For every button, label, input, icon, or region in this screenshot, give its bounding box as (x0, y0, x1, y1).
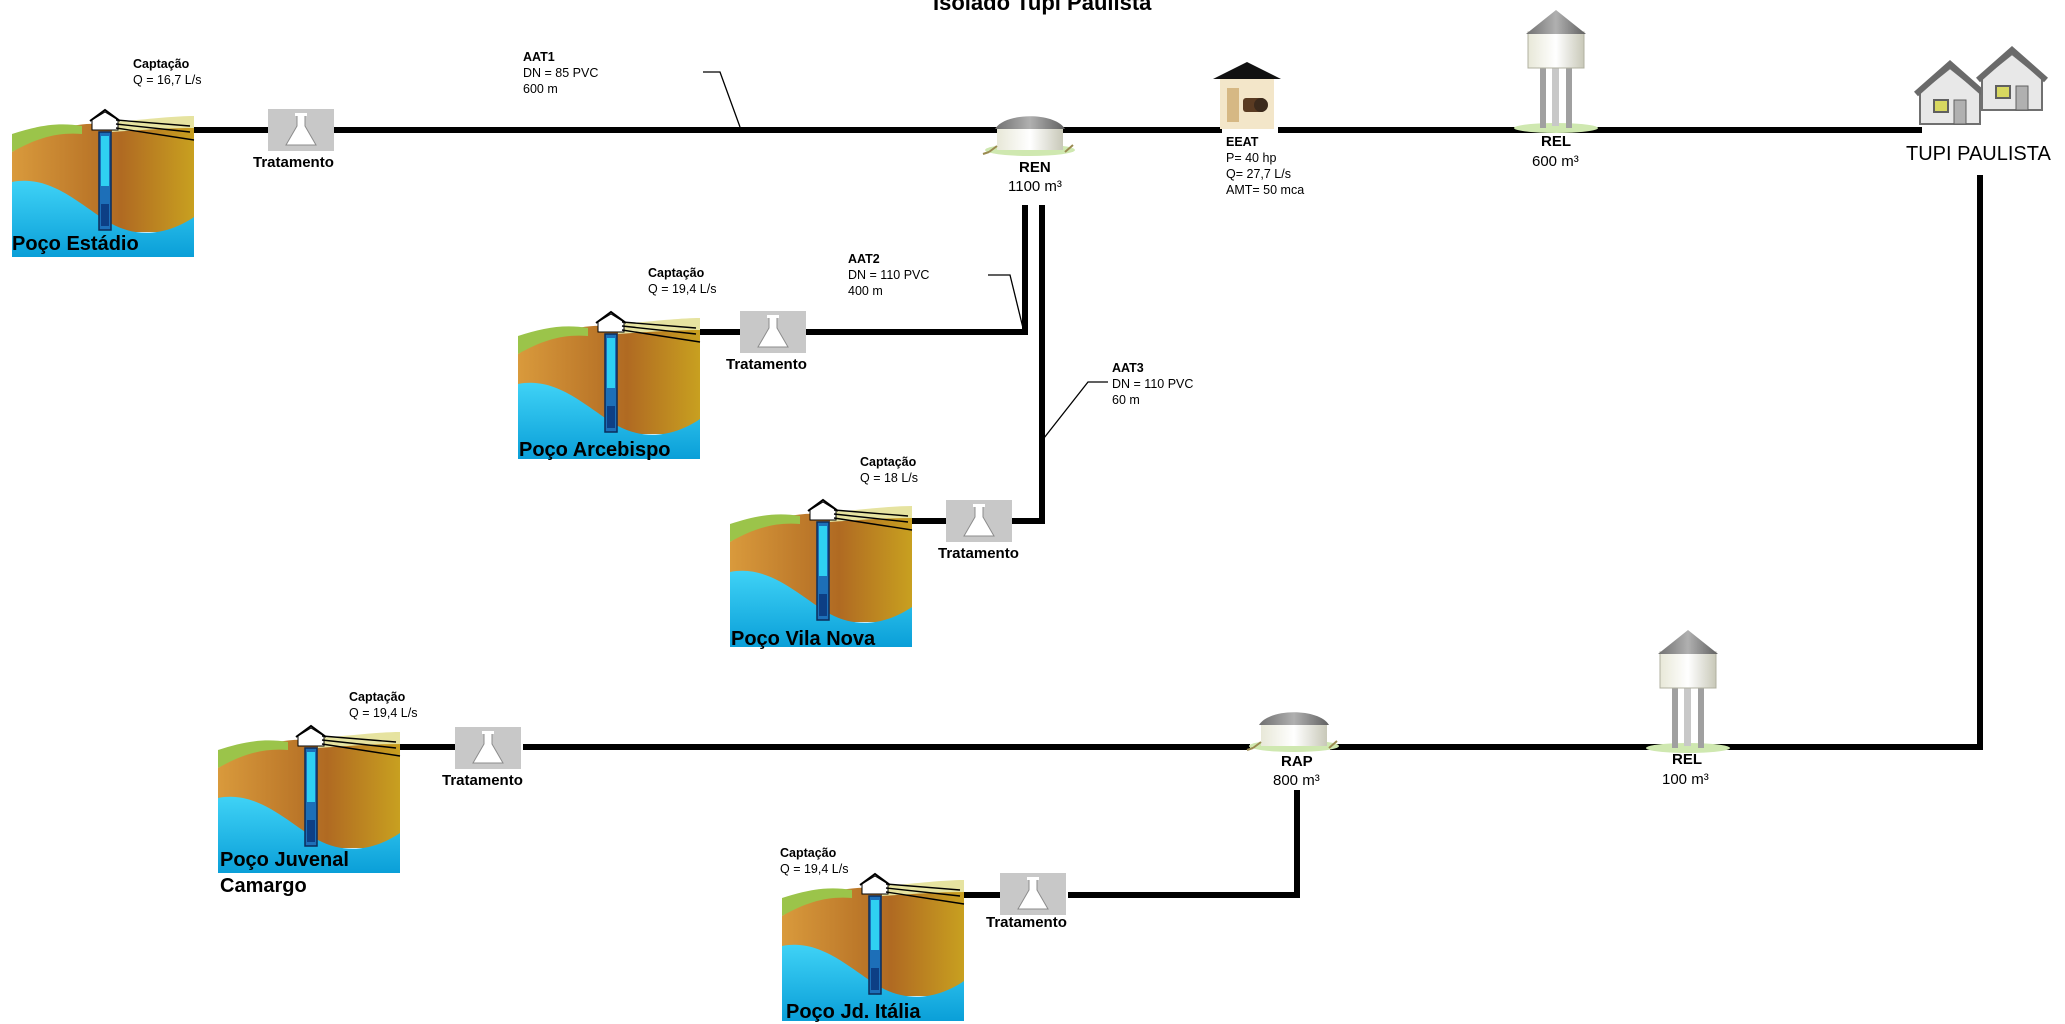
treatment-estadio-icon (267, 108, 335, 152)
treatment-arcebispo-icon (739, 310, 807, 354)
reservoir-rel-100-icon (1645, 629, 1731, 754)
pump-station-amt: AMT= 50 mca (1226, 183, 1305, 197)
well-arcebispo-flow: Q = 19,4 L/s (648, 282, 717, 296)
well-arcebispo-name: Poço Arcebispo (519, 439, 671, 461)
main-aat3-length: 60 m (1112, 393, 1140, 407)
well-vilanova-captacao-label: Captação (860, 455, 917, 469)
house-icon (1978, 50, 2046, 110)
well-arcebispo-treatment-label: Tratamento (726, 356, 807, 373)
icons-layer (11, 9, 2046, 1022)
pump-station-power: P= 40 hp (1226, 151, 1277, 165)
house-icon (1916, 64, 1984, 124)
well-arcebispo-icon (517, 311, 701, 460)
main-aat2-dn: DN = 110 PVC (848, 268, 930, 282)
well-arcebispo-captacao-label: Captação (648, 266, 705, 280)
well-italia-icon (781, 873, 965, 1022)
well-estadio-treatment-label: Tratamento (253, 154, 334, 171)
reservoir-rel-600-icon (1513, 9, 1599, 134)
well-juvenal-flow: Q = 19,4 L/s (349, 706, 418, 720)
well-vilanova-flow: Q = 18 L/s (860, 471, 919, 485)
pipe-aat2 (695, 205, 1028, 335)
main-aat1-length: 600 m (523, 82, 558, 96)
reservoir-rel-100-volume: 100 m³ (1662, 771, 1709, 788)
well-italia-treatment-label: Tratamento (986, 914, 1067, 931)
reservoir-ren-volume: 1100 m³ (1008, 178, 1062, 195)
treatment-vilanova-icon (945, 499, 1013, 543)
reservoir-ren-name: REN (1019, 159, 1051, 176)
pipe-aat3 (905, 205, 1045, 524)
pump-station-icon (1213, 62, 1281, 129)
pump-station-flow: Q= 27,7 L/s (1226, 167, 1291, 181)
pipe-distribution-lower (1330, 175, 1983, 750)
reservoir-rel-100-name: REL (1672, 751, 1702, 768)
main-aat1-dn: DN = 85 PVC (523, 66, 599, 80)
well-juvenal-name-line2: Camargo (220, 875, 307, 897)
reservoir-rap-volume: 800 m³ (1273, 772, 1320, 789)
well-vilanova-icon (729, 499, 913, 648)
well-vilanova-name: Poço Vila Nova (731, 628, 876, 650)
treatment-italia-icon (999, 872, 1067, 916)
pump-station-name: EEAT (1226, 135, 1259, 149)
well-juvenal-name-line1: Poço Juvenal (220, 849, 349, 871)
well-italia-captacao-label: Captação (780, 846, 837, 860)
diagram-title: Isolado Tupi Paulista (933, 0, 1152, 15)
main-aat2-name: AAT2 (848, 252, 880, 266)
leader-aat1 (703, 71, 741, 128)
well-juvenal-captacao-label: Captação (349, 690, 406, 704)
reservoir-rel-600-name: REL (1541, 133, 1571, 150)
reservoir-rap-name: RAP (1281, 753, 1313, 770)
reservoir-ren-icon (982, 115, 1076, 157)
main-aat2-length: 400 m (848, 284, 883, 298)
main-aat3-name: AAT3 (1112, 361, 1144, 375)
leader-aat2 (988, 274, 1024, 329)
reservoir-rap-icon (1246, 711, 1340, 753)
treatment-juvenal-icon (454, 726, 522, 770)
leader-aat3 (1043, 381, 1108, 439)
label-leaders (703, 71, 1108, 439)
well-italia-flow: Q = 19,4 L/s (780, 862, 849, 876)
main-aat1-name: AAT1 (523, 50, 555, 64)
main-aat3-dn: DN = 110 PVC (1112, 377, 1194, 391)
well-estadio-name: Poço Estádio (12, 233, 139, 255)
well-italia-name: Poço Jd. Itália (786, 1001, 921, 1023)
well-juvenal-treatment-label: Tratamento (442, 772, 523, 789)
well-estadio-captacao-label: Captação (133, 57, 190, 71)
city-name: TUPI PAULISTA (1906, 143, 2051, 165)
reservoir-rel-600-volume: 600 m³ (1532, 153, 1579, 170)
well-estadio-flow: Q = 16,7 L/s (133, 73, 202, 87)
well-vilanova-treatment-label: Tratamento (938, 545, 1019, 562)
